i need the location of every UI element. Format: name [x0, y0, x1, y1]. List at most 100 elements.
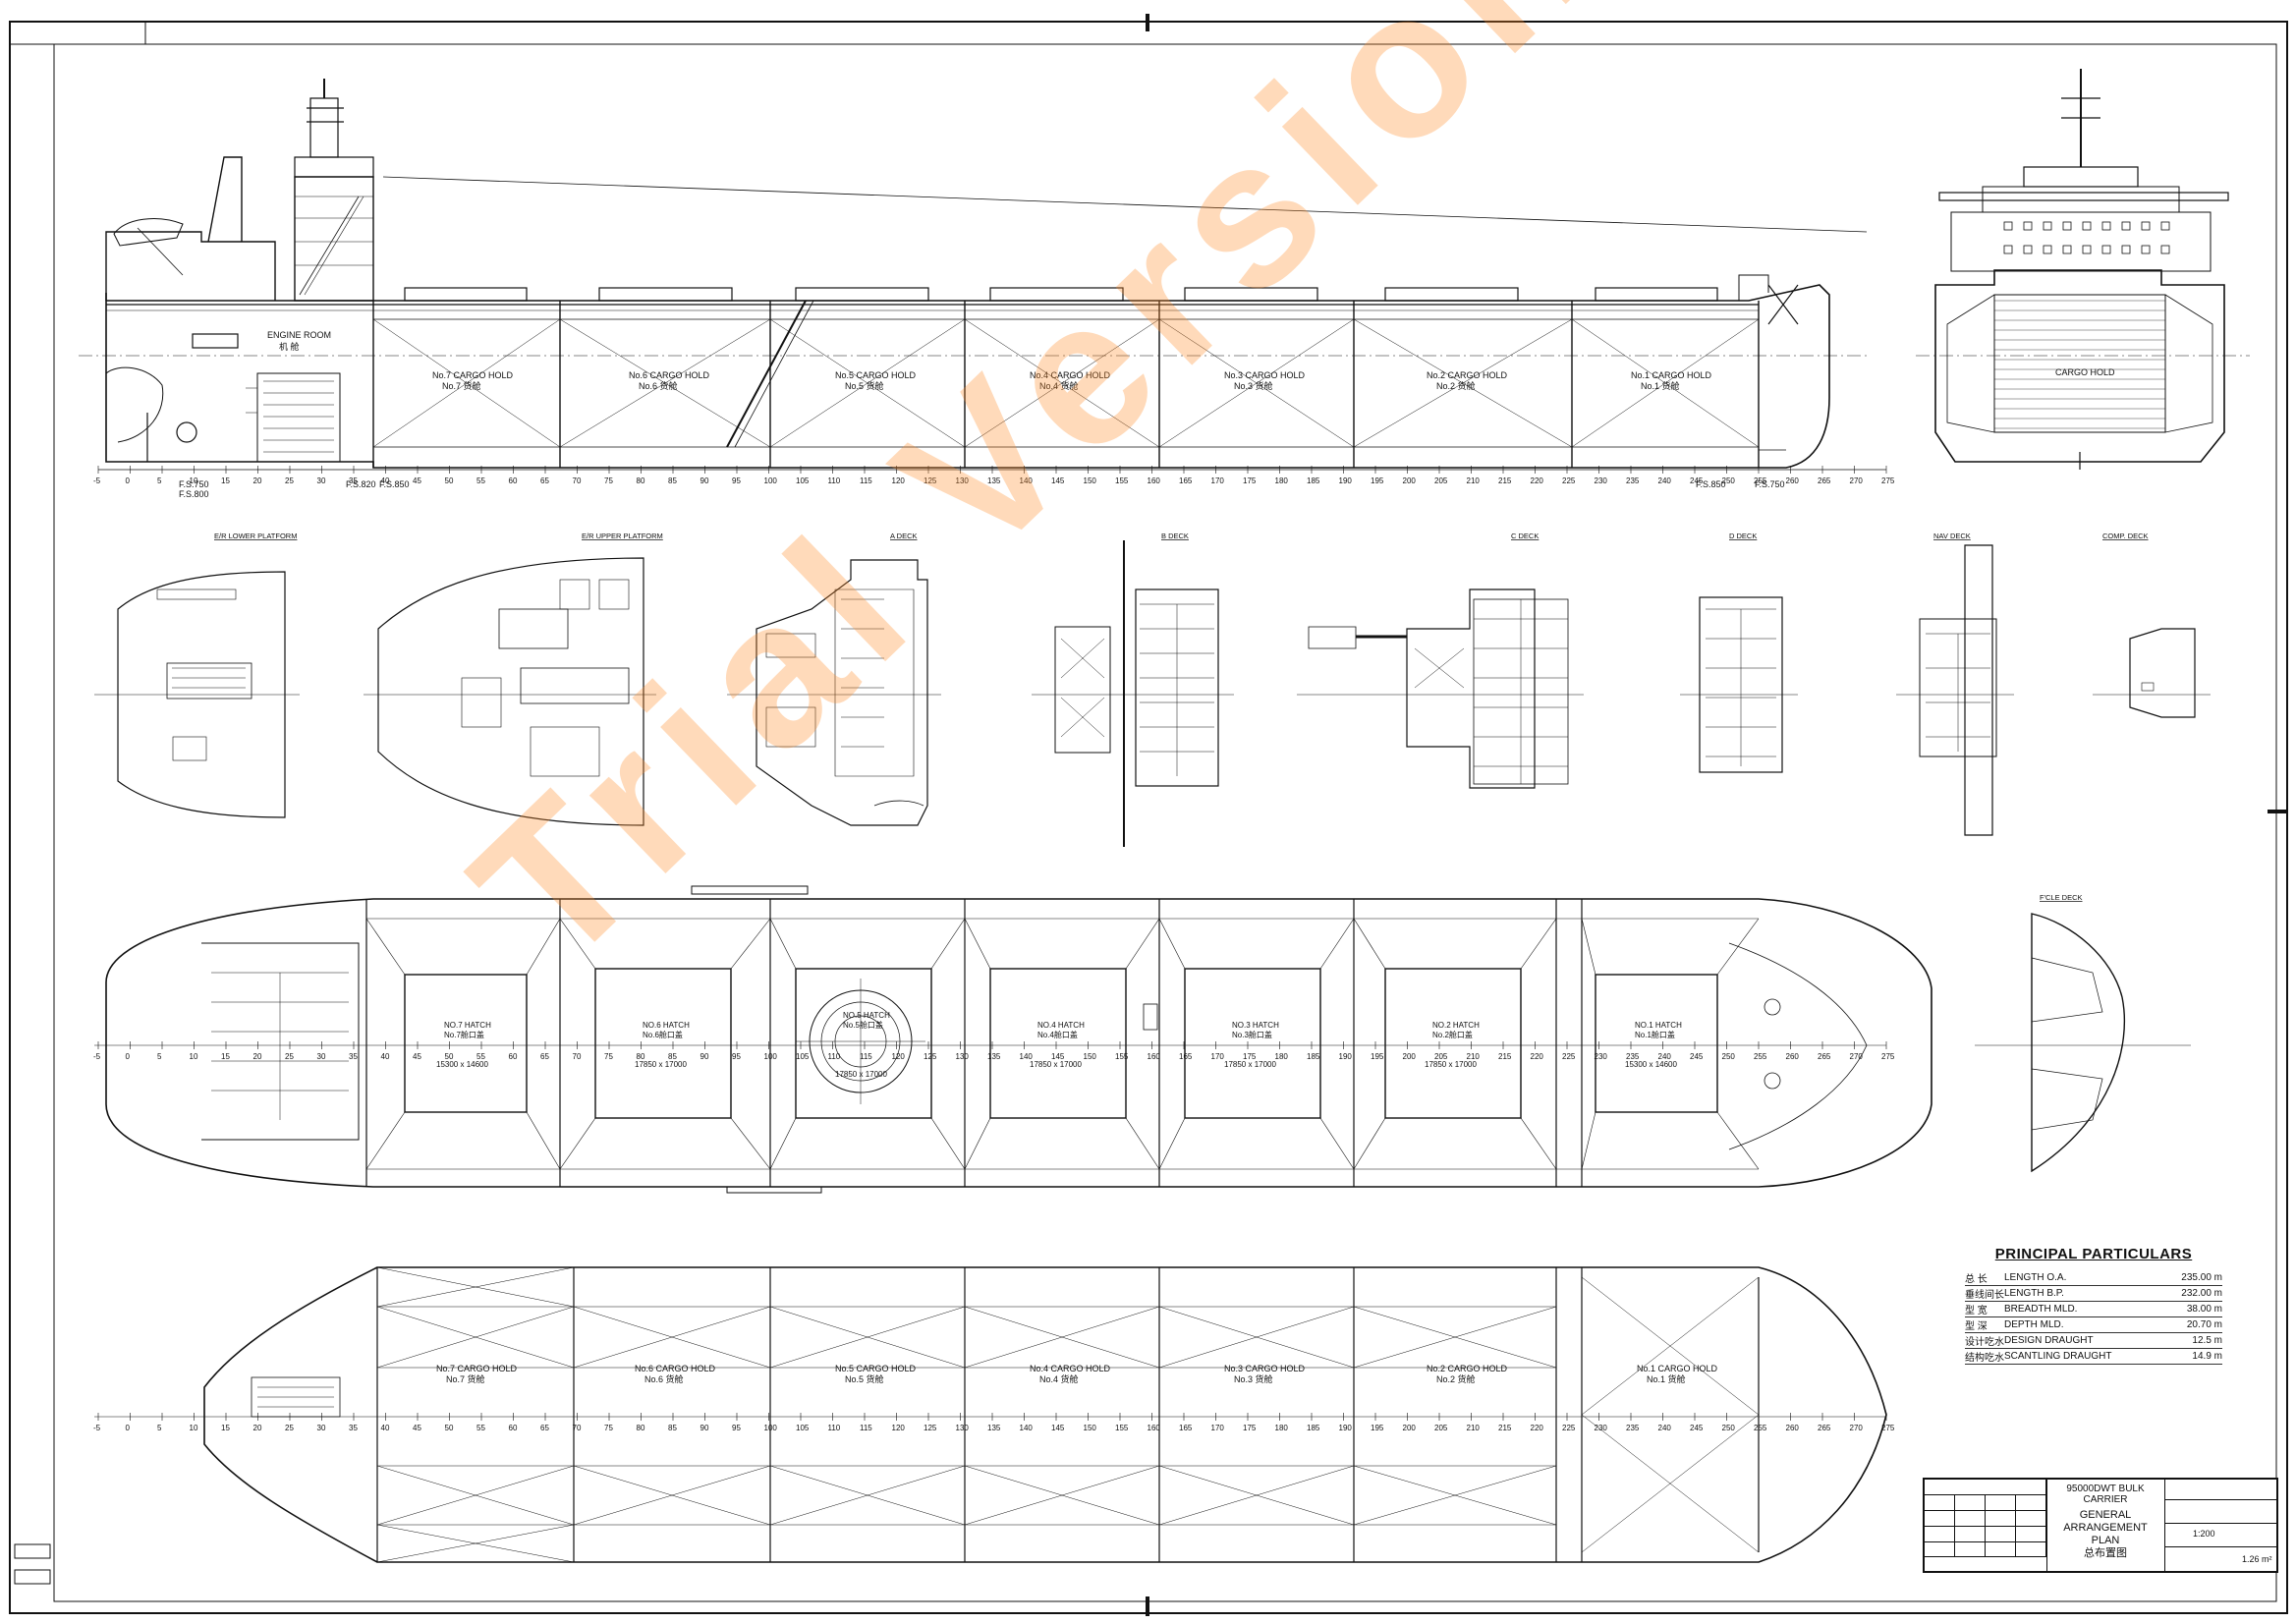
frame-tick-label: 235 — [1626, 1052, 1640, 1061]
frame-tick-label: 155 — [1115, 1052, 1129, 1061]
frame-tick-label: -5 — [93, 1424, 101, 1432]
lower-hold-label: No.1 CARGO HOLD — [1637, 1364, 1718, 1373]
frame-tick-label: 195 — [1371, 1052, 1384, 1061]
frame-tick-label: 160 — [1148, 476, 1161, 485]
frame-tick-label: 240 — [1658, 1424, 1672, 1432]
frame-tick-label: 135 — [987, 1052, 1001, 1061]
hold-label-zh: No.2 货舱 — [1436, 380, 1476, 391]
frame-tick-label: 240 — [1658, 1052, 1672, 1061]
title-block-right: 1:200 1.26 m² — [2164, 1480, 2277, 1571]
frame-tick-label: 190 — [1339, 476, 1353, 485]
frame-tick-label: 175 — [1243, 1424, 1257, 1432]
frame-tick-label: 200 — [1403, 1052, 1417, 1061]
hold-label-zh: No.7 货舱 — [442, 380, 481, 391]
frame-tick-label: 155 — [1115, 476, 1129, 485]
lower-hold-label-zh: No.5 货舱 — [845, 1373, 884, 1384]
frame-tick-label: 60 — [509, 476, 518, 485]
frame-tick-label: 190 — [1339, 1424, 1353, 1432]
hatch-no: NO.6 HATCH — [643, 1021, 690, 1030]
frame-tick-label: 150 — [1084, 1052, 1097, 1061]
hold-label: No.1 CARGO HOLD — [1631, 370, 1712, 380]
frame-tick-label: 260 — [1786, 1052, 1800, 1061]
frame-tick-label: 85 — [668, 1424, 677, 1432]
frame-tick-label: 10 — [190, 476, 198, 485]
frame-tick-label: 250 — [1722, 1424, 1736, 1432]
principal-particulars-table: PRINCIPAL PARTICULARS 总 长 LENGTH O.A. 23… — [1965, 1246, 2222, 1365]
outer-border — [9, 21, 2288, 1614]
frame-tick-label: 180 — [1275, 1052, 1289, 1061]
hatch-size: 17850 x 17000 — [1425, 1060, 1477, 1069]
frame-tick-label: 75 — [604, 1052, 613, 1061]
frame-tick-label: 15 — [221, 1424, 230, 1432]
frame-tick-label: 225 — [1562, 1424, 1576, 1432]
frame-tick-label: 205 — [1434, 1424, 1448, 1432]
hatch-size: 17850 x 17000 — [835, 1070, 887, 1079]
particular-value: 232.00 m — [2181, 1288, 2222, 1299]
hatch-zh: No.6舱口盖 — [643, 1030, 683, 1039]
hatch-size: 15300 x 14600 — [1625, 1060, 1677, 1069]
frame-tick-label: 125 — [924, 1424, 937, 1432]
frame-tick-label: 50 — [445, 476, 454, 485]
section-hold-label: CARGO HOLD — [2055, 367, 2115, 377]
frame-tick-label: 105 — [796, 1424, 810, 1432]
frame-tick-label: 165 — [1179, 1424, 1193, 1432]
frame-tick-label: 210 — [1467, 1424, 1481, 1432]
frame-tick-label: 275 — [1881, 1424, 1895, 1432]
frame-tick-label: 195 — [1371, 1424, 1384, 1432]
hatch-zh: No.4舱口盖 — [1037, 1030, 1078, 1039]
frame-tick-label: 130 — [956, 476, 970, 485]
frame-tick-label: 80 — [637, 476, 645, 485]
frame-tick-label: 30 — [317, 1052, 326, 1061]
drawing-title: GENERAL ARRANGEMENT PLAN 总布置图 — [2050, 1509, 2160, 1560]
hold-label: No.7 CARGO HOLD — [432, 370, 514, 380]
frame-tick-label: 225 — [1562, 476, 1576, 485]
drawing-title-en: GENERAL ARRANGEMENT PLAN — [2063, 1509, 2148, 1546]
frame-tick-label: 115 — [860, 476, 872, 485]
frame-tick-label: 15 — [221, 1052, 230, 1061]
hold-label-zh: No.5 货舱 — [845, 380, 884, 391]
frame-tick-label: 215 — [1498, 1424, 1512, 1432]
frame-tick-label: 35 — [349, 476, 358, 485]
frame-tick-label: 60 — [509, 1424, 518, 1432]
frame-tick-label: 200 — [1403, 1424, 1417, 1432]
frame-tick-label: 20 — [253, 1424, 262, 1432]
frame-tick-label: 180 — [1275, 1424, 1289, 1432]
frame-tick-label: 55 — [476, 476, 485, 485]
frame-tick-label: 5 — [157, 476, 162, 485]
frame-mark: F.S.850 — [1696, 479, 1726, 489]
particulars-row: 垂线间长 LENGTH B.P. 232.00 m — [1965, 1286, 2222, 1302]
frame-tick-label: 255 — [1754, 1052, 1767, 1061]
frame-tick-label: 200 — [1403, 476, 1417, 485]
title-block-grid — [1925, 1480, 2047, 1571]
frame-tick-label: 55 — [476, 1052, 485, 1061]
frame-tick-label: 160 — [1148, 1424, 1161, 1432]
hold-label: No.3 CARGO HOLD — [1224, 370, 1306, 380]
frame-tick-label: 65 — [540, 476, 549, 485]
frame-tick-label: 35 — [349, 1424, 358, 1432]
frame-tick-label: 100 — [764, 1424, 778, 1432]
lower-hold-label-zh: No.2 货舱 — [1436, 1373, 1476, 1384]
frame-tick-label: 210 — [1467, 1052, 1481, 1061]
hold-label: No.4 CARGO HOLD — [1030, 370, 1111, 380]
frame-tick-label: 140 — [1020, 1424, 1034, 1432]
frame-tick-label: 220 — [1531, 1052, 1544, 1061]
area-value: 1.26 m² — [2242, 1554, 2272, 1564]
frame-tick-label: 235 — [1626, 1424, 1640, 1432]
particulars-row: 型 深 DEPTH MLD. 20.70 m — [1965, 1317, 2222, 1333]
frame-tick-label: 70 — [573, 1052, 582, 1061]
deck-view-title: COMP. DECK — [2102, 532, 2149, 540]
frame-tick-label: 5 — [157, 1052, 162, 1061]
frame-tick-label: 170 — [1211, 476, 1225, 485]
hatch-no: NO.1 HATCH — [1635, 1021, 1682, 1030]
frame-tick-label: 145 — [1051, 1052, 1065, 1061]
frame-tick-label: 55 — [476, 1424, 485, 1432]
frame-tick-label: 150 — [1084, 476, 1097, 485]
frame-tick-label: 120 — [892, 1424, 906, 1432]
top-left-box — [9, 21, 146, 45]
frame-tick-label: 220 — [1531, 476, 1544, 485]
frame-mark: F.S.800 — [179, 489, 209, 499]
frame-tick-label: 220 — [1531, 1424, 1544, 1432]
deck-view-title: NAV DECK — [1933, 532, 1971, 540]
particular-zh: 设计吃水 — [1965, 1337, 2004, 1348]
frame-tick-label: 95 — [732, 476, 741, 485]
